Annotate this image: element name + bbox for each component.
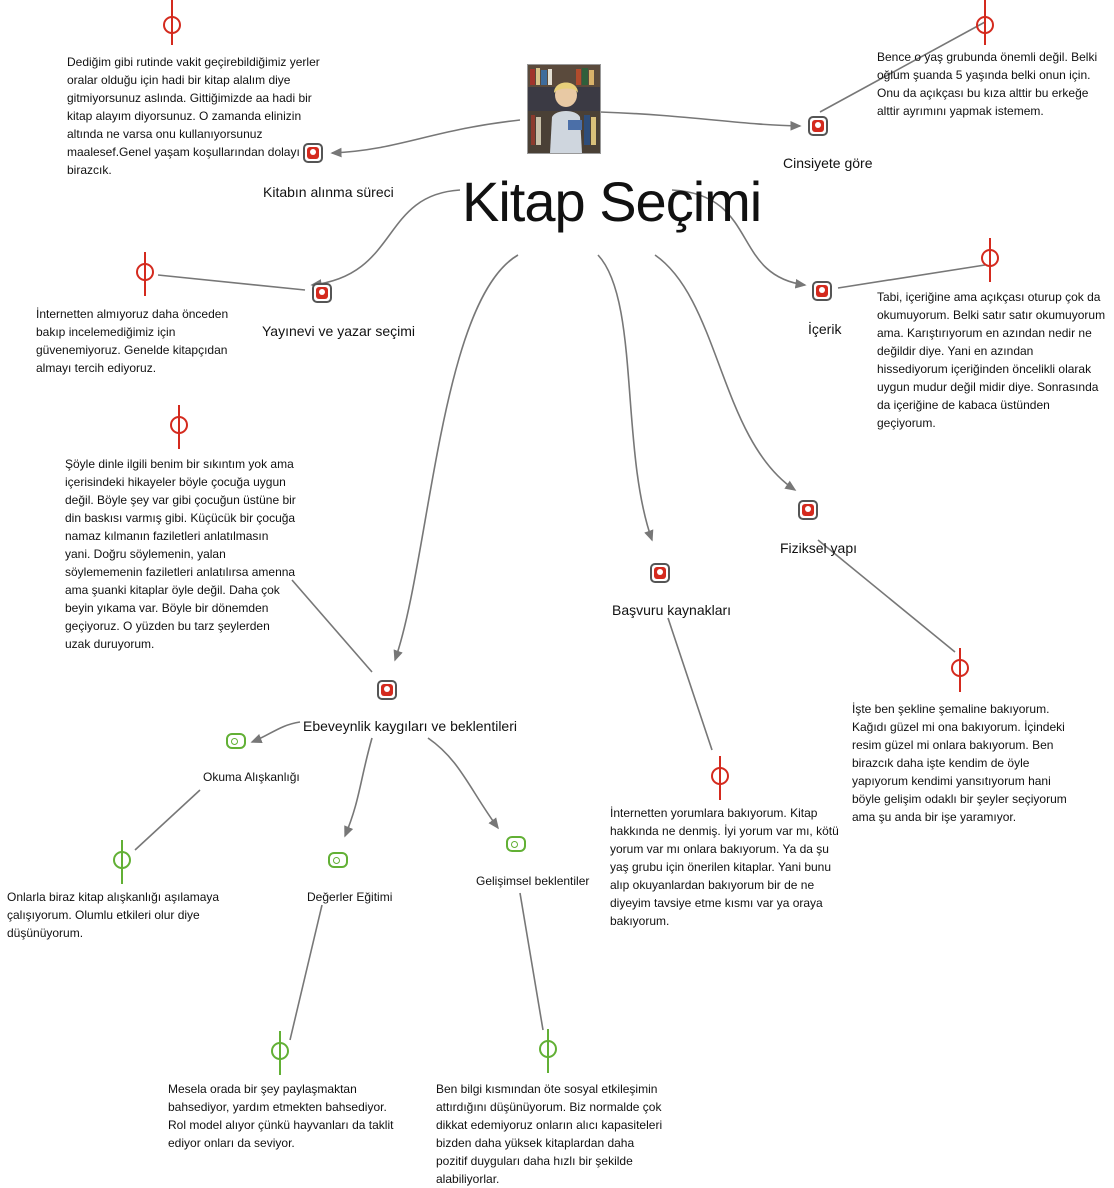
basvuru-node-icon[interactable] bbox=[650, 563, 670, 583]
edge-ebeveynlik-degerler bbox=[344, 737, 373, 838]
edge-center-yayinevi bbox=[310, 189, 461, 289]
link-cinsiyet-quote bbox=[819, 21, 986, 113]
link-icerik-quote bbox=[837, 264, 986, 289]
quote-cinsiyet: Bence o yaş grubunda önemli değil. Belki… bbox=[877, 50, 1098, 118]
degerler-label[interactable]: Değerler Eğitimi bbox=[307, 890, 393, 904]
yayinevi-label[interactable]: Yayınevi ve yazar seçimi bbox=[262, 323, 416, 339]
green-quote-pins bbox=[113, 840, 557, 1075]
quote-basvuru: İnternetten yorumlara bakıyorum. Kitap h… bbox=[610, 806, 839, 928]
link-ebeveynlik-quote bbox=[291, 579, 373, 673]
okuma-label[interactable]: Okuma Alışkanlığı bbox=[203, 770, 300, 784]
link-fiziksel-quote bbox=[817, 539, 956, 653]
edge-center-fiziksel bbox=[654, 254, 797, 491]
quote-ebeveynlik: Şöyle dinle ilgili benim bir sıkıntım yo… bbox=[65, 457, 296, 651]
link-basvuru-quote bbox=[667, 617, 713, 751]
quote-okuma: Onlarla biraz kitap alışkanlığı aşılamay… bbox=[7, 890, 220, 940]
quote-gelisimsel: Ben bilgi kısmından öte sosyal etkileşim… bbox=[436, 1082, 663, 1186]
link-okuma-quote bbox=[134, 789, 201, 851]
basvuru-label[interactable]: Başvuru kaynakları bbox=[612, 602, 732, 618]
central-topic-title[interactable]: Kitap Seçimi bbox=[462, 170, 762, 233]
link-degerler-quote bbox=[289, 904, 323, 1041]
link-gelisimsel-quote bbox=[519, 892, 544, 1031]
quote-fiziksel: İşte ben şekline şemaline bakıyorum. Kağ… bbox=[852, 702, 1067, 824]
mind-map: Kitap Seçimi Kitabın alınma süreci Cinsi… bbox=[7, 0, 1106, 1186]
fiziksel-label[interactable]: Fiziksel yapı bbox=[780, 540, 858, 556]
yayinevi-node-icon[interactable] bbox=[312, 283, 332, 303]
degerler-node-icon[interactable] bbox=[328, 852, 348, 868]
edge-center-kitabin bbox=[330, 119, 521, 158]
ebeveynlik-label[interactable]: Ebeveynlik kaygıları ve beklentileri bbox=[303, 718, 517, 734]
gelisimsel-label[interactable]: Gelişimsel beklentiler bbox=[476, 874, 590, 888]
okuma-node-icon[interactable] bbox=[226, 733, 246, 749]
cinsiyet-label[interactable]: Cinsiyete göre bbox=[783, 155, 873, 171]
quote-yayinevi: İnternetten almıyoruz daha önceden bakıp… bbox=[36, 307, 229, 375]
gelisimsel-node-icon[interactable] bbox=[506, 836, 526, 852]
edge-ebeveynlik-okuma bbox=[250, 721, 301, 743]
kitabin-alinma-node-icon[interactable] bbox=[303, 143, 323, 163]
fiziksel-node-icon[interactable] bbox=[798, 500, 818, 520]
central-topic-image bbox=[527, 64, 601, 154]
connector-lines bbox=[113, 0, 999, 1075]
kitabin-alinma-label[interactable]: Kitabın alınma süreci bbox=[263, 184, 394, 200]
edge-center-icerik bbox=[671, 189, 807, 289]
quote-degerler: Mesela orada bir şey paylaşmaktan bahsed… bbox=[168, 1082, 394, 1150]
cinsiyet-node-icon[interactable] bbox=[808, 116, 828, 136]
quote-kitabin-alinma: Dediğim gibi rutinde vakit geçirebildiği… bbox=[67, 55, 320, 177]
icerik-node-icon[interactable] bbox=[812, 281, 832, 301]
edge-ebeveynlik-gelisimsel bbox=[427, 737, 499, 830]
edge-center-basvuru bbox=[597, 254, 654, 542]
quote-icerik: Tabi, içeriğine ama açıkçası oturup çok … bbox=[877, 290, 1106, 430]
icerik-label[interactable]: İçerik bbox=[808, 321, 842, 337]
ebeveynlik-node-icon[interactable] bbox=[377, 680, 397, 700]
red-quote-pins bbox=[136, 0, 999, 800]
link-yayinevi-quote bbox=[157, 274, 306, 291]
edge-center-ebeveynlik bbox=[393, 254, 519, 662]
edge-center-cinsiyet bbox=[599, 111, 802, 131]
